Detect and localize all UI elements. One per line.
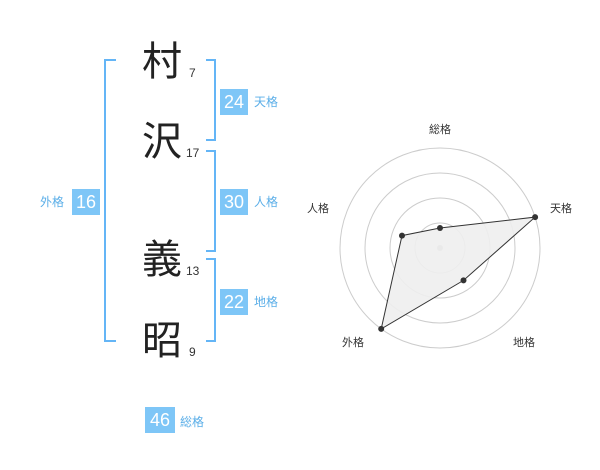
radar-point-3	[378, 325, 385, 332]
radar-area	[380, 216, 537, 330]
chikaku-bracket	[206, 258, 216, 342]
radar-point-1	[532, 214, 539, 221]
tenkaku-label: 天格	[254, 95, 279, 109]
radar-point-0	[437, 225, 443, 231]
gaikaku-value: 16	[72, 189, 100, 215]
gaikaku-label: 外格	[40, 195, 65, 209]
stroke-count-3: 13	[186, 264, 200, 278]
name-char-3: 義	[142, 237, 182, 283]
name-char-2: 沢	[142, 119, 182, 165]
radar-label-gaikaku: 外格	[342, 335, 364, 349]
soukaku-label: 総格	[180, 415, 205, 429]
name-char-1: 村	[142, 39, 182, 85]
name-char-4: 昭	[142, 318, 182, 364]
radar-label-chikaku: 地格	[513, 335, 535, 349]
soukaku-value: 46	[145, 407, 175, 433]
tenkaku-value: 24	[220, 89, 248, 115]
radar-ring	[339, 147, 541, 349]
jinkaku-label: 人格	[254, 195, 279, 209]
radar-point-2	[460, 277, 467, 284]
chikaku-value: 22	[220, 289, 248, 315]
radar-point-4	[399, 232, 405, 239]
stroke-count-4: 9	[189, 345, 196, 359]
stroke-count-2: 17	[186, 146, 200, 160]
stroke-count-1: 7	[189, 66, 196, 80]
radar-points	[378, 214, 539, 332]
gaikaku-bracket	[104, 59, 116, 342]
tenkaku-bracket	[206, 59, 216, 141]
jinkaku-bracket	[206, 150, 216, 252]
chikaku-label: 地格	[254, 295, 279, 309]
radar-label-tenkaku: 天格	[550, 201, 572, 215]
radar-label-soukaku: 総格	[429, 122, 451, 136]
radar-ring	[364, 172, 516, 324]
jinkaku-value: 30	[220, 189, 248, 215]
radar-label-jinkaku: 人格	[307, 201, 329, 215]
